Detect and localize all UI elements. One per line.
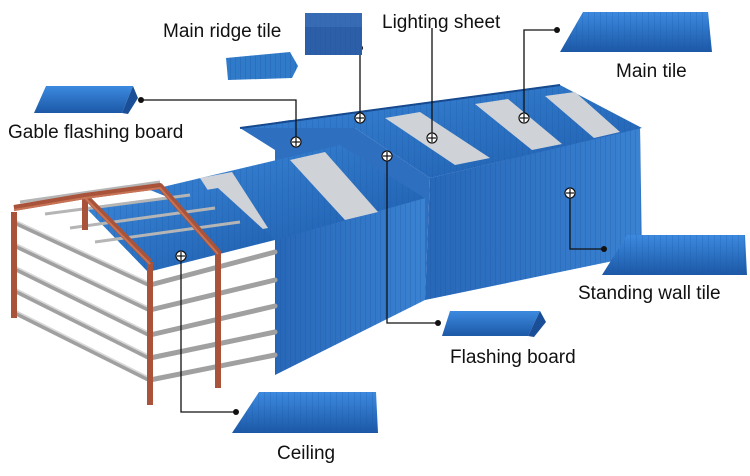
crosshair-marker-icon <box>290 136 302 148</box>
flashing-board-label: Flashing board <box>450 347 576 368</box>
roof-tile-swatch <box>560 12 712 52</box>
crosshair-markers <box>175 112 576 262</box>
leader-lines <box>141 28 604 413</box>
main-tile-label: Main tile <box>616 61 687 82</box>
standing-wall-tile-label: Standing wall tile <box>578 283 721 304</box>
lighting-sheet-label: Lighting sheet <box>382 12 501 33</box>
roof-tile-swatch <box>34 86 138 114</box>
roof-tile-swatch <box>602 235 747 275</box>
crosshair-marker-icon <box>354 112 366 124</box>
crosshair-marker-icon <box>564 187 576 199</box>
crosshair-marker-icon <box>426 132 438 144</box>
steel-frame <box>11 180 278 405</box>
gable-flashing-board-label: Gable flashing board <box>8 122 184 143</box>
ridge-tile-swatch <box>226 13 362 80</box>
crosshair-marker-icon <box>381 150 393 162</box>
roof-tile-swatch <box>442 311 546 337</box>
main-ridge-tile-label: Main ridge tile <box>163 21 282 42</box>
roof-tile-swatch <box>232 392 378 433</box>
crosshair-marker-icon <box>175 250 187 262</box>
crosshair-marker-icon <box>518 112 530 124</box>
ceiling-label: Ceiling <box>277 443 336 464</box>
